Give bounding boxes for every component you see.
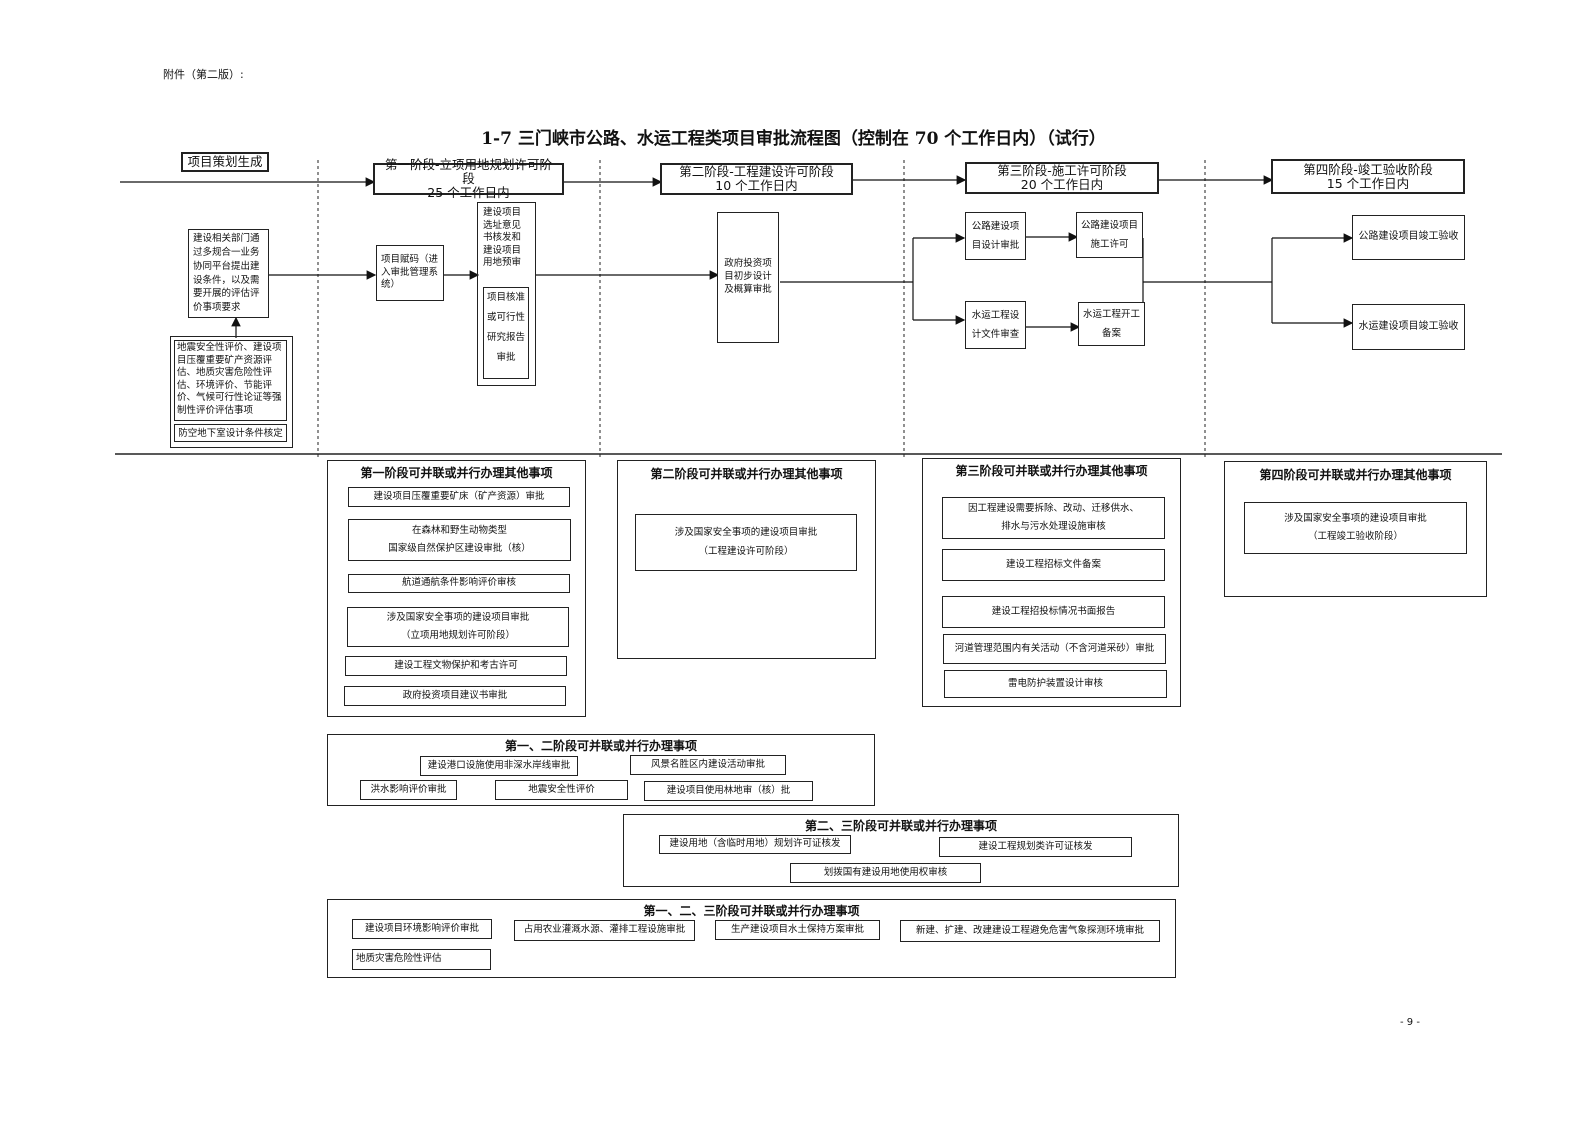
stage4-parallel-title: 第四阶段可并联或并行办理其他事项 bbox=[1259, 468, 1452, 482]
stage1-parallel-title: 第一阶段可并联或并行办理其他事项 bbox=[360, 466, 553, 480]
stage4-parallel-panel: 第四阶段可并联或并行办理其他事项 涉及国家安全事项的建设项目审批 （工程竣工验收… bbox=[1224, 461, 1487, 597]
civil-air-defense: 防空地下室设计条件核定 bbox=[174, 424, 287, 442]
first-stage-approval-group: 建设项目选址意见书核发和建设项目用地预审 项目核准或可行性研究报告审批 bbox=[477, 202, 536, 386]
planning-requirements: 建设相关部门通过多规合一业务协同平台提出建设条件，以及需要开展的评估评价事项要求 bbox=[188, 229, 269, 318]
stage3-parallel-title: 第三阶段可并联或并行办理其他事项 bbox=[955, 464, 1148, 478]
list-item: 涉及国家安全事项的建设项目审批 （工程建设许可阶段） bbox=[635, 514, 857, 571]
road-construction-permit: 公路建设项目施工许可 bbox=[1076, 212, 1143, 258]
page-number: - 9 - bbox=[1400, 1017, 1420, 1028]
stage23-parallel-panel: 第二、三阶段可并联或并行办理事项 建设用地（含临时用地）规划许可证核发 建设工程… bbox=[623, 814, 1179, 887]
stage-planning: 项目策划生成 bbox=[181, 152, 269, 172]
list-item: 建设工程招投标情况书面报告 bbox=[942, 596, 1165, 628]
attachment-label: 附件（第二版）: bbox=[163, 68, 244, 81]
road-completion-acceptance: 公路建设项目竣工验收 bbox=[1352, 215, 1465, 260]
feasibility-approval: 项目核准或可行性研究报告审批 bbox=[483, 287, 529, 379]
road-design-approval: 公路建设项目设计审批 bbox=[965, 212, 1026, 260]
list-item: 地震安全性评价 bbox=[495, 780, 628, 800]
water-completion-acceptance: 水运建设项目竣工验收 bbox=[1352, 304, 1465, 350]
stage12-parallel-title: 第一、二阶段可并联或并行办理事项 bbox=[504, 739, 697, 753]
list-item: 因工程建设需要拆除、改动、迁移供水、 排水与污水处理设施审核 bbox=[942, 497, 1165, 539]
list-item: 河道管理范围内有关活动（不含河道采砂）审批 bbox=[943, 634, 1166, 664]
stage-2-days: 10 个工作日内 bbox=[715, 178, 798, 193]
list-item: 航道通航条件影响评价审核 bbox=[348, 574, 570, 593]
list-item: 生产建设项目水土保持方案审批 bbox=[715, 920, 880, 940]
list-item: 划拨国有建设用地使用权审核 bbox=[790, 863, 981, 883]
stage-2-label: 第二阶段-工程建设许可阶段 bbox=[679, 164, 834, 180]
stage2-parallel-title: 第二阶段可并联或并行办理其他事项 bbox=[650, 467, 843, 481]
list-item: 占用农业灌溉水源、灌排工程设施审批 bbox=[514, 920, 695, 941]
stage-3-days: 20 个工作日内 bbox=[1020, 177, 1104, 192]
stage-4-label: 第四阶段-竣工验收阶段 bbox=[1303, 161, 1433, 177]
stage3-parallel-panel: 第三阶段可并联或并行办理其他事项 因工程建设需要拆除、改动、迁移供水、 排水与污… bbox=[922, 458, 1181, 707]
stage12-parallel-panel: 第一、二阶段可并联或并行办理事项 建设港口设施使用非深水岸线审批 风景名胜区内建… bbox=[327, 734, 875, 806]
water-start-filing: 水运工程开工备案 bbox=[1078, 302, 1145, 346]
list-item: 涉及国家安全事项的建设项目审批 （立项用地规划许可阶段） bbox=[347, 607, 569, 647]
stage1-parallel-panel: 第一阶段可并联或并行办理其他事项 建设项目压覆重要矿床（矿产资源）审批 在森林和… bbox=[327, 460, 586, 717]
list-item: 建设用地（含临时用地）规划许可证核发 bbox=[659, 835, 851, 854]
site-selection: 建设项目选址意见书核发和建设项目用地预审 bbox=[483, 207, 522, 269]
stage-3-label: 第三阶段-施工许可阶段 bbox=[997, 163, 1127, 179]
stage-1-days: 25 个工作日内 bbox=[427, 184, 510, 200]
list-item: 建设工程文物保护和考古许可 bbox=[345, 656, 567, 676]
stage-4-days: 15 个工作日内 bbox=[1326, 175, 1410, 191]
stage-1-label: 第一阶段-立项用地规划许可阶段 bbox=[384, 157, 552, 187]
list-item: 雷电防护装置设计审核 bbox=[944, 670, 1167, 698]
page-title: 1-7 三门峡市公路、水运工程类项目审批流程图（控制在 70 个工作日内）（试行… bbox=[481, 129, 1106, 149]
stage123-parallel-panel: 第一、二、三阶段可并联或并行办理事项 建设项目环境影响评价审批 占用农业灌溉水源… bbox=[327, 899, 1176, 978]
evaluation-group: 地震安全性评价、建设项目压覆重要矿产资源评估、地质灾害危险性评估、环境评价、节能… bbox=[170, 336, 293, 448]
list-item: 建设项目环境影响评价审批 bbox=[352, 919, 492, 939]
stage123-parallel-title: 第一、二、三阶段可并联或并行办理事项 bbox=[643, 904, 860, 918]
list-item: 建设工程招标文件备案 bbox=[942, 549, 1165, 581]
gov-design-approval: 政府投资项目初步设计及概算审批 bbox=[717, 212, 779, 343]
stage23-parallel-title: 第二、三阶段可并联或并行办理事项 bbox=[804, 819, 997, 833]
list-item: 新建、扩建、改建建设工程避免危害气象探测环境审批 bbox=[900, 920, 1160, 942]
list-item: 建设港口设施使用非深水岸线审批 bbox=[420, 756, 578, 776]
list-item: 政府投资项目建议书审批 bbox=[344, 686, 566, 706]
evaluation-items: 地震安全性评价、建设项目压覆重要矿产资源评估、地质灾害危险性评估、环境评价、节能… bbox=[174, 340, 287, 421]
list-item: 建设项目使用林地审（核）批 bbox=[644, 781, 813, 801]
project-code: 项目赋码（进入审批管理系统） bbox=[376, 245, 444, 301]
list-item: 建设项目压覆重要矿床（矿产资源）审批 bbox=[348, 487, 570, 507]
list-item: 地质灾害危险性评估 bbox=[352, 949, 491, 970]
list-item: 风景名胜区内建设活动审批 bbox=[630, 755, 786, 775]
stage-dividers bbox=[317, 160, 1206, 458]
list-item: 在森林和野生动物类型 国家级自然保护区建设审批（核） bbox=[348, 519, 571, 561]
list-item: 洪水影响评价审批 bbox=[360, 780, 457, 800]
water-design-review: 水运工程设计文件审查 bbox=[965, 301, 1026, 349]
arrows bbox=[120, 175, 1354, 338]
stage2-parallel-panel: 第二阶段可并联或并行办理其他事项 涉及国家安全事项的建设项目审批 （工程建设许可… bbox=[617, 460, 876, 659]
list-item: 涉及国家安全事项的建设项目审批 （工程竣工验收阶段） bbox=[1244, 502, 1467, 554]
list-item: 建设工程规划类许可证核发 bbox=[939, 837, 1132, 857]
